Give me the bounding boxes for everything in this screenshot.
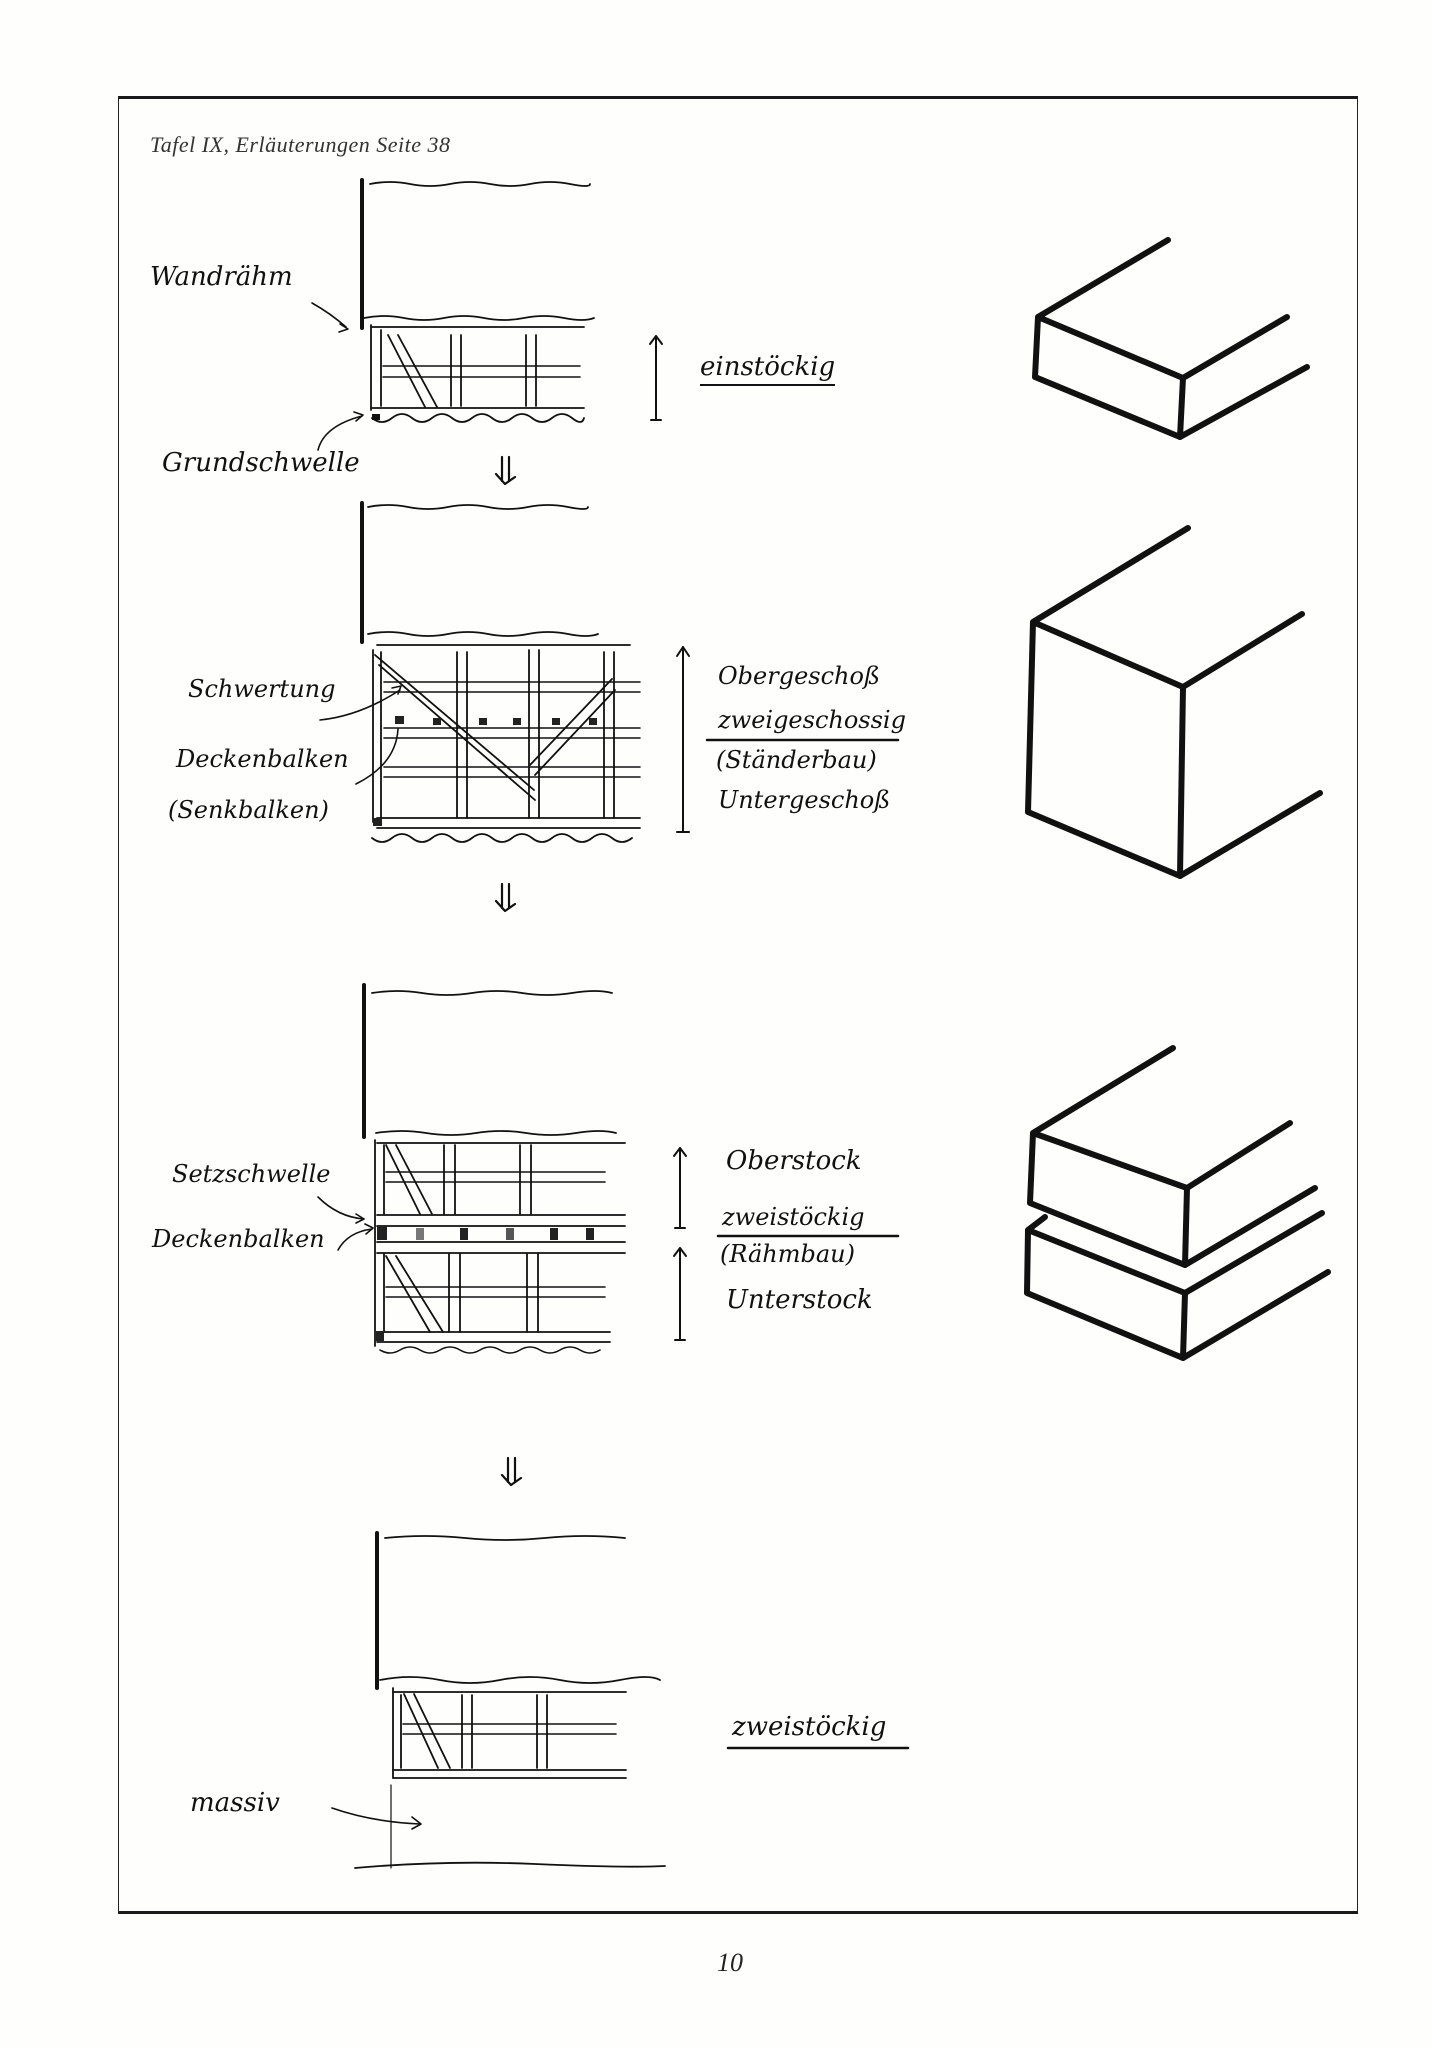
label-upper-storey-3: Oberstock (726, 1146, 862, 1176)
label-single-storey: einstöckig (700, 352, 836, 386)
label-upper-floor-2: Obergeschoß (718, 662, 880, 690)
label-frame-construction: (Rähmbau) (720, 1240, 855, 1268)
label-masonry: massiv (190, 1788, 280, 1818)
page-number: 10 (717, 1948, 743, 1977)
block-two-storey-stacked (1024, 1045, 1331, 1361)
double-down-arrow-icon (500, 1456, 523, 1487)
block-single-storey (1032, 237, 1310, 440)
label-sunk-joists: (Senkbalken) (168, 796, 329, 824)
label-two-storey-post: zweigeschossig (718, 706, 906, 734)
label-two-storey-masonry: zweistöckig (732, 1712, 887, 1742)
plate-frame (118, 96, 1358, 1914)
section-3-frame-construction (317, 983, 900, 1354)
label-ceiling-joists-2: Deckenbalken (176, 745, 349, 773)
section-1-timber-frame (311, 178, 663, 451)
label-lower-storey-3: Unterstock (726, 1285, 873, 1315)
label-post-construction: (Ständerbau) (716, 746, 877, 774)
label-ground-sill: Grundschwelle (162, 448, 360, 478)
label-set-sill: Setzschwelle (172, 1160, 331, 1188)
label-ceiling-joists-3: Deckenbalken (152, 1225, 325, 1253)
section-4-masonry-base (331, 1531, 910, 1869)
double-down-arrow-icon (494, 882, 517, 913)
double-down-arrow-icon (494, 455, 517, 486)
label-lower-floor-2: Untergeschoß (718, 786, 891, 814)
section-2-post-construction (319, 501, 900, 843)
label-two-storey-frame: zweistöckig (722, 1203, 865, 1231)
block-two-storey-post (1025, 525, 1323, 879)
label-brace: Schwertung (188, 675, 336, 703)
plate-caption: Tafel IX, Erläuterungen Seite 38 (150, 132, 451, 157)
label-wall-plate: Wandrähm (150, 262, 293, 292)
